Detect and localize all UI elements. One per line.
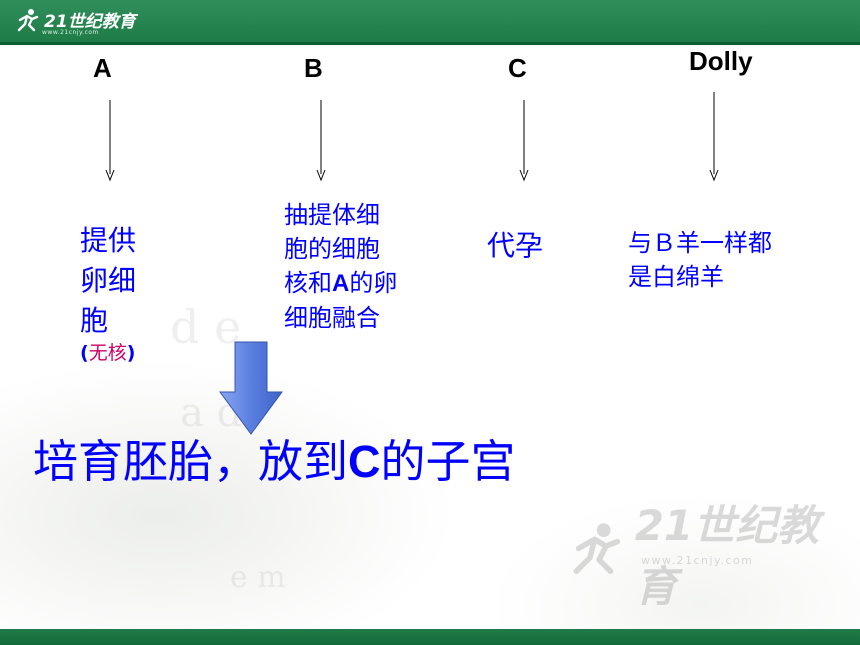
note-no-nucleus: 无核	[88, 342, 127, 364]
description-a-line1: 提供	[80, 224, 137, 257]
block-down-arrow-icon	[219, 341, 283, 435]
header-bar: 21世纪教育 www.21cnjy.com	[0, 0, 860, 45]
watermark-brand: 21世纪教育	[634, 501, 820, 611]
description-dolly-line1: 与Ｂ羊一样都	[628, 229, 772, 257]
description-b-line3-start: 核和	[284, 269, 332, 297]
conclusion-part2: 的子宫	[380, 435, 516, 488]
down-arrow-b	[316, 100, 326, 182]
description-b-line2: 胞的细胞	[284, 235, 380, 263]
description-dolly-line2: 是白绵羊	[628, 263, 724, 291]
node-label-dolly: Dolly	[689, 46, 753, 76]
header-brand: 21世纪教育	[44, 12, 136, 32]
background-wash	[0, 45, 860, 630]
node-label-c: C	[508, 53, 527, 83]
down-arrow-dolly	[709, 92, 719, 182]
description-a-note: (无核)	[80, 341, 160, 365]
conclusion-text: 培育胚胎，放到C的子宫	[33, 434, 516, 490]
conclusion-letter-c: C	[348, 436, 381, 487]
watermark-logo: 21世纪教育 www.21cnjy.com	[565, 492, 860, 614]
description-b-line1: 抽提体细	[284, 201, 380, 229]
note-close-paren: )	[126, 342, 136, 364]
conclusion-part1: 培育胚胎，放到	[33, 435, 349, 488]
background-decor: e m	[230, 560, 286, 595]
header-logo: 21世纪教育 www.21cnjy.com	[16, 7, 136, 37]
description-a-line2: 卵细	[80, 264, 137, 297]
note-open-paren: (	[80, 342, 89, 364]
description-b-line3: 核和A的卵	[284, 266, 424, 301]
description-b: 抽提体细 胞的细胞 核和A的卵 细胞融合	[284, 198, 424, 335]
footer-bar	[0, 629, 860, 645]
node-label-b: B	[304, 53, 323, 83]
watermark-url: www.21cnjy.com	[641, 554, 754, 567]
background-decor: d e	[170, 300, 242, 354]
node-label-a: A	[93, 53, 112, 83]
down-arrow-c	[519, 100, 529, 182]
header-url: www.21cnjy.com	[42, 29, 99, 36]
description-b-line3-end: 的卵	[349, 269, 398, 297]
description-dolly: 与Ｂ羊一样都 是白绵羊	[628, 226, 818, 294]
description-c: 代孕	[487, 229, 544, 262]
description-a-line3: 胞	[80, 304, 109, 337]
down-arrow-a	[105, 100, 115, 182]
watermark-runner-icon	[573, 523, 621, 575]
header-stripe	[0, 42, 860, 45]
description-b-line4: 细胞融合	[284, 304, 380, 332]
description-b-letter-a: A	[332, 270, 350, 297]
description-a: 提供 卵细 胞 (无核)	[80, 221, 160, 365]
runner-logo-icon	[17, 9, 39, 32]
